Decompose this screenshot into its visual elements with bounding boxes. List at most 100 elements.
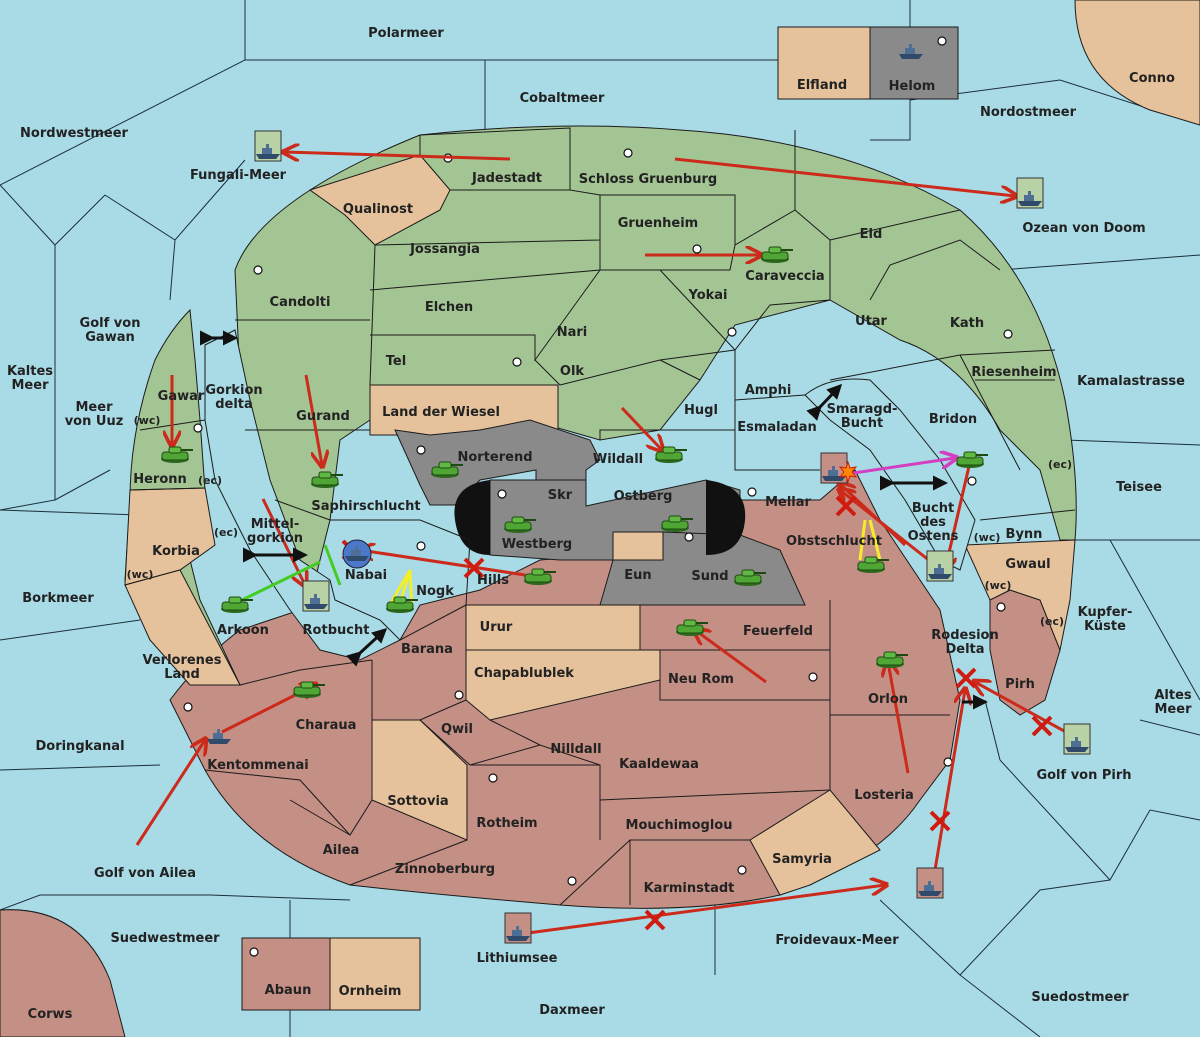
label-bucht-des-ostens-1: Bucht <box>912 501 954 516</box>
label-polarmeer: Polarmeer <box>368 26 444 41</box>
label-rodesion-delta-2: Delta <box>945 642 984 657</box>
label-gruenheim: Gruenheim <box>618 216 698 231</box>
label-pirh-ec: (ec) <box>1040 615 1064 628</box>
label-doringkanal: Doringkanal <box>35 739 124 754</box>
label-candolti: Candolti <box>270 295 331 310</box>
label-verlorenes-wc: (wc) <box>127 568 154 581</box>
label-altes-meer-1: Altes <box>1154 688 1192 703</box>
label-kamalastrasse: Kamalastrasse <box>1077 374 1185 389</box>
label-saphirschlucht: Saphirschlucht <box>311 499 420 514</box>
label-borkmeer: Borkmeer <box>22 591 94 606</box>
label-eun: Eun <box>624 568 651 583</box>
label-qwil: Qwil <box>441 722 473 737</box>
territory-sund[interactable] <box>599 531 806 606</box>
label-bridon-ec: (ec) <box>1048 458 1072 471</box>
label-westberg: Westberg <box>502 537 572 552</box>
connectors <box>200 330 988 710</box>
label-ostberg: Ostberg <box>614 489 673 504</box>
label-golf-von-pirh: Golf von Pirh <box>1036 768 1131 783</box>
territory-elfland[interactable] <box>777 26 871 100</box>
territory-samyria[interactable] <box>749 789 881 896</box>
label-korbia-ec: (ec) <box>214 526 238 539</box>
label-gorkion-delta-2: delta <box>215 397 253 412</box>
territory-ornheim[interactable] <box>329 937 421 1011</box>
dislodged-fleet-icon <box>342 539 372 569</box>
label-kaltes-meer-2: Meer <box>12 378 50 393</box>
label-nogk: Nogk <box>416 584 454 599</box>
label-land-der-wiesel: Land der Wiesel <box>382 405 500 420</box>
label-bynn: Bynn <box>1006 527 1043 542</box>
tunnel-west <box>454 480 490 555</box>
label-rotheim: Rotheim <box>476 816 537 831</box>
label-caraveccia: Caraveccia <box>745 269 824 284</box>
label-bridon: Bridon <box>929 412 977 427</box>
territory-chapablublek[interactable] <box>465 649 661 721</box>
label-sund: Sund <box>691 569 728 584</box>
label-nilldall: Nilldall <box>550 742 601 757</box>
label-elfland: Elfland <box>797 78 847 93</box>
label-nordwestmeer: Nordwestmeer <box>20 126 128 141</box>
label-losteria: Losteria <box>854 788 914 803</box>
label-meer-von-uuz-1: Meer <box>76 400 114 415</box>
label-korbia: Korbia <box>152 544 200 559</box>
label-gurand: Gurand <box>296 409 350 424</box>
convoy-orders <box>241 544 342 602</box>
territory-corws[interactable] <box>0 909 126 1037</box>
label-kupfer-kueste-1: Kupfer- <box>1078 605 1133 620</box>
label-feuerfeld: Feuerfeld <box>743 624 813 639</box>
label-kupfer-kueste-2: Küste <box>1084 619 1126 634</box>
label-hugl: Hugl <box>684 403 718 418</box>
label-rotbucht: Rotbucht <box>303 623 370 638</box>
label-zinnoberburg: Zinnoberburg <box>395 862 495 877</box>
label-kaaldewaa: Kaaldewaa <box>619 757 699 772</box>
label-golf-von-ailea: Golf von Ailea <box>94 866 196 881</box>
label-corws: Corws <box>28 1007 73 1022</box>
label-charaua: Charaua <box>296 718 357 733</box>
label-esmaladan: Esmaladan <box>737 420 817 435</box>
territory-gwaul[interactable] <box>964 539 1076 652</box>
territory-verlorenes-land[interactable] <box>124 569 241 686</box>
label-barana: Barana <box>401 642 453 657</box>
label-riesenheim: Riesenheim <box>971 365 1056 380</box>
label-neu-rom: Neu Rom <box>668 672 734 687</box>
label-verlorenes-land-2: Land <box>164 667 200 682</box>
label-golf-von-gawan-2: Gawan <box>85 330 134 345</box>
label-eld: Eld <box>860 227 883 242</box>
label-bynn-wc: (wc) <box>974 531 1001 544</box>
label-smaragd-bucht-2: Bucht <box>841 416 883 431</box>
label-yokai: Yokai <box>687 288 727 303</box>
territory-conno[interactable] <box>1074 0 1200 126</box>
label-urur: Urur <box>480 620 513 635</box>
label-wildall: Wildall <box>593 452 643 467</box>
label-mittel-gorkion-1: Mittel- <box>251 517 300 532</box>
explosion-icon <box>838 460 858 484</box>
label-sottovia: Sottovia <box>387 794 448 809</box>
label-elchen: Elchen <box>425 300 473 315</box>
label-hills: Hills <box>477 573 509 588</box>
label-lithiumsee: Lithiumsee <box>477 951 558 966</box>
label-bucht-des-ostens-2: des <box>920 515 946 530</box>
label-samyria: Samyria <box>772 852 832 867</box>
label-nabai: Nabai <box>345 568 387 583</box>
label-suedwestmeer: Suedwestmeer <box>110 931 220 946</box>
label-helom: Helom <box>889 79 936 94</box>
label-mittel-gorkion-2: gorkion <box>247 531 303 546</box>
label-golf-von-gawan-1: Golf von <box>80 316 141 331</box>
label-gwaul-wc: (wc) <box>985 579 1012 592</box>
label-gwaul: Gwaul <box>1005 557 1050 572</box>
label-nordostmeer: Nordostmeer <box>980 105 1077 120</box>
label-cobaltmeer: Cobaltmeer <box>520 91 605 106</box>
label-kentommenai: Kentommenai <box>207 758 308 773</box>
label-bucht-des-ostens-3: Ostens <box>908 529 959 544</box>
label-pirh: Pirh <box>1005 677 1035 692</box>
label-kaltes-meer-1: Kaltes <box>7 364 53 379</box>
label-abaun: Abaun <box>265 983 312 998</box>
label-ailea: Ailea <box>323 843 360 858</box>
label-mellar: Mellar <box>765 495 811 510</box>
label-qualinost: Qualinost <box>343 202 413 217</box>
label-utar: Utar <box>855 314 888 329</box>
label-skr: Skr <box>548 488 573 503</box>
label-kath: Kath <box>950 316 984 331</box>
label-gawar-wc: (wc) <box>134 414 161 427</box>
